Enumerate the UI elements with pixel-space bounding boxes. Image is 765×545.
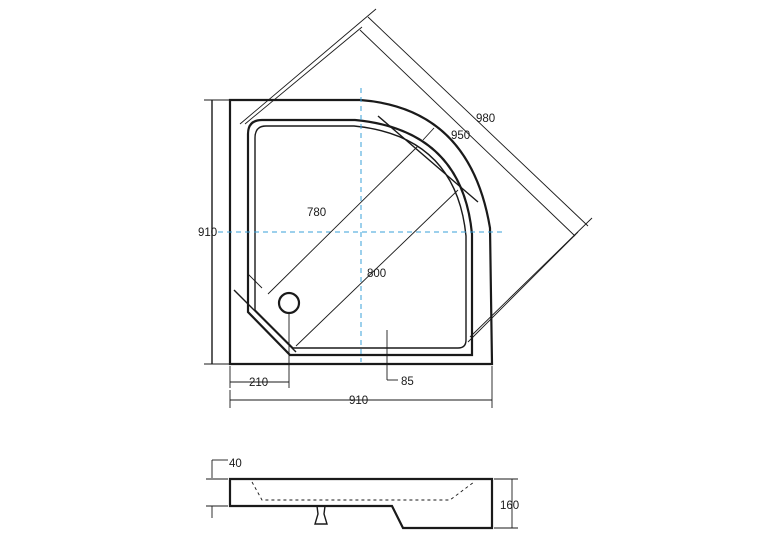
dim-780-line [267,145,419,295]
dim-950-line [359,29,576,237]
label-85: 85 [401,376,414,388]
ext-950-right [467,231,579,343]
side-view: 40 160 [206,458,519,530]
dim-800-line [295,189,459,347]
dim-980-line [367,16,589,227]
side-hidden-basin [251,481,475,501]
label-910-horizontal: 910 [349,395,368,407]
label-910-vertical: 910 [198,227,217,239]
side-drain-fitting [314,505,328,525]
side-profile-outline [228,477,494,530]
basin-outer-line [246,118,474,357]
diag-corner-cut [233,289,297,353]
ext-950-left [244,26,363,125]
ext-780-b [422,127,435,141]
ext-980-left [239,8,377,125]
diag-tangent [377,115,479,203]
label-800: 800 [367,268,386,280]
label-780: 780 [307,207,326,219]
drain-circle [277,291,301,315]
label-210: 210 [249,377,268,389]
label-980: 980 [476,113,495,125]
basin-inner-line [254,125,467,349]
tray-outer-outline [228,98,494,366]
label-40: 40 [229,458,242,470]
label-950: 950 [451,130,470,142]
ext-780-a [247,273,263,289]
label-160: 160 [500,500,519,512]
top-view: 980 950 780 800 910 210 85 910 [198,8,593,408]
